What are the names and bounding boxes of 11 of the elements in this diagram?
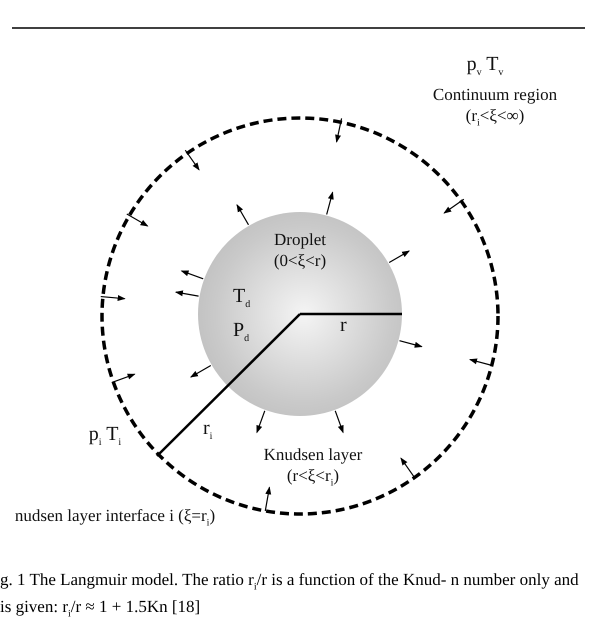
symbol-label: P$_{d}$ bbox=[233, 318, 250, 346]
region-label: Continuum region (r$_{i}$<ξ<∞) bbox=[432, 84, 558, 130]
region-label: Knudsen layer (r<ξ<r$_{i}$) bbox=[262, 444, 364, 490]
region-label: Droplet (0<ξ<r) bbox=[272, 229, 328, 272]
symbol-label: r bbox=[340, 313, 347, 338]
symbol-label: r$_{i}$ bbox=[203, 416, 212, 444]
symbol-label: p$_{v}$ T$_{v}$ bbox=[466, 52, 504, 80]
figure-caption: g. 1 The Langmuir model. The ratio r$_{i}$/r is a function of the Knud- n number only and is given: r$_{i}$/r ≈ 1 + 1.5Kn [18] bbox=[0, 569, 580, 622]
region-label: nudsen layer interface i (ξ=r$_{i}$) bbox=[14, 505, 216, 530]
symbol-label: T$_{d}$ bbox=[233, 284, 250, 312]
symbol-label: p$_{i}$ T$_{i}$ bbox=[88, 422, 122, 450]
